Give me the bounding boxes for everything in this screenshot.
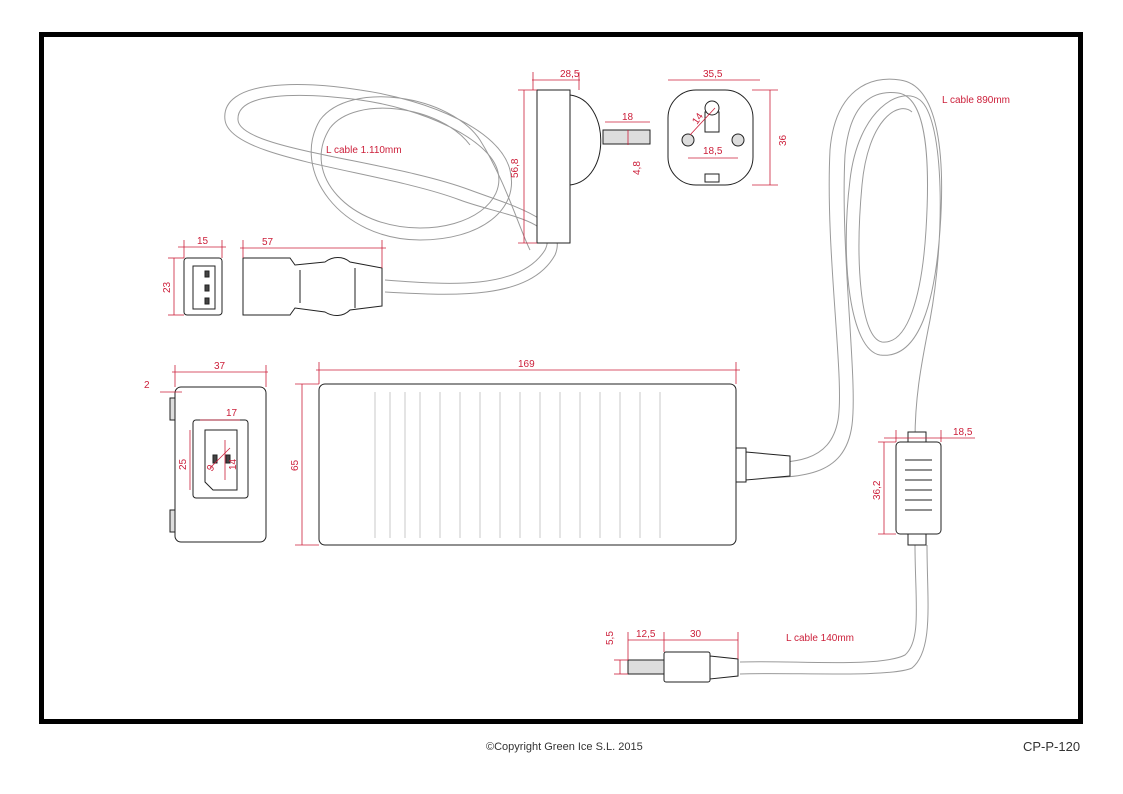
cable-loop-right-inner	[744, 92, 929, 479]
dim-pin-diameter: 4,8	[632, 161, 643, 175]
cable-dc-inner	[739, 544, 929, 675]
ferrite-core	[895, 441, 942, 535]
dim-iec-height: 23	[162, 281, 173, 293]
socket-clip-bottom	[704, 173, 720, 183]
dim-iec-length: 57	[262, 237, 274, 248]
dim-ferrite-width: 18,5	[953, 427, 973, 438]
cable-loop-left	[224, 83, 548, 284]
psu-strain-relief	[735, 447, 747, 483]
dc-tip	[627, 659, 665, 675]
plug-head	[569, 94, 602, 186]
socket-pin-left	[681, 133, 695, 147]
label-cable-plug: L cable 1.110mm	[326, 145, 402, 156]
dim-dc-tip-diam: 5,5	[605, 631, 616, 645]
dim-plug-height: 56,8	[510, 158, 521, 178]
dim-inlet-height: 25	[178, 458, 189, 470]
dim-inlet-small: 9	[205, 463, 218, 474]
dc-body	[663, 651, 711, 683]
dim-ferrite-length: 36,2	[872, 480, 883, 500]
dim-socket-width: 35,5	[703, 69, 723, 80]
socket-face	[667, 89, 754, 186]
label-cable-dc: L cable 140mm	[786, 633, 854, 644]
copyright-notice: ©Copyright Green Ice S.L. 2015	[486, 741, 643, 753]
dim-inlet-inner: 14	[228, 458, 239, 470]
dim-iec-width: 15	[197, 236, 209, 247]
label-cable-right: L cable 890mm	[942, 95, 1010, 106]
dim-dc-tip-length: 12,5	[636, 629, 656, 640]
dim-socket-height: 36	[778, 134, 789, 146]
dim-body-height: 65	[290, 459, 301, 471]
plug-body	[536, 89, 571, 244]
part-number: CP-P-120	[1023, 739, 1081, 754]
cable-loop-right	[744, 78, 943, 464]
dim-socket-pin-spacing: 18,5	[703, 146, 723, 157]
iec-side	[242, 257, 383, 316]
dim-inlet-width: 17	[226, 408, 238, 419]
dim-dc-body-length: 30	[690, 629, 702, 640]
psu-body	[318, 383, 737, 546]
dim-side-offset: 2	[144, 380, 150, 391]
dim-side-width: 37	[214, 361, 226, 372]
dim-body-length: 169	[518, 359, 535, 370]
plug-pin	[602, 129, 651, 145]
cable-dc	[739, 544, 917, 664]
dim-plug-width: 28,5	[560, 69, 580, 80]
socket-pin-right	[731, 133, 745, 147]
dim-pin-length: 18	[622, 112, 634, 123]
